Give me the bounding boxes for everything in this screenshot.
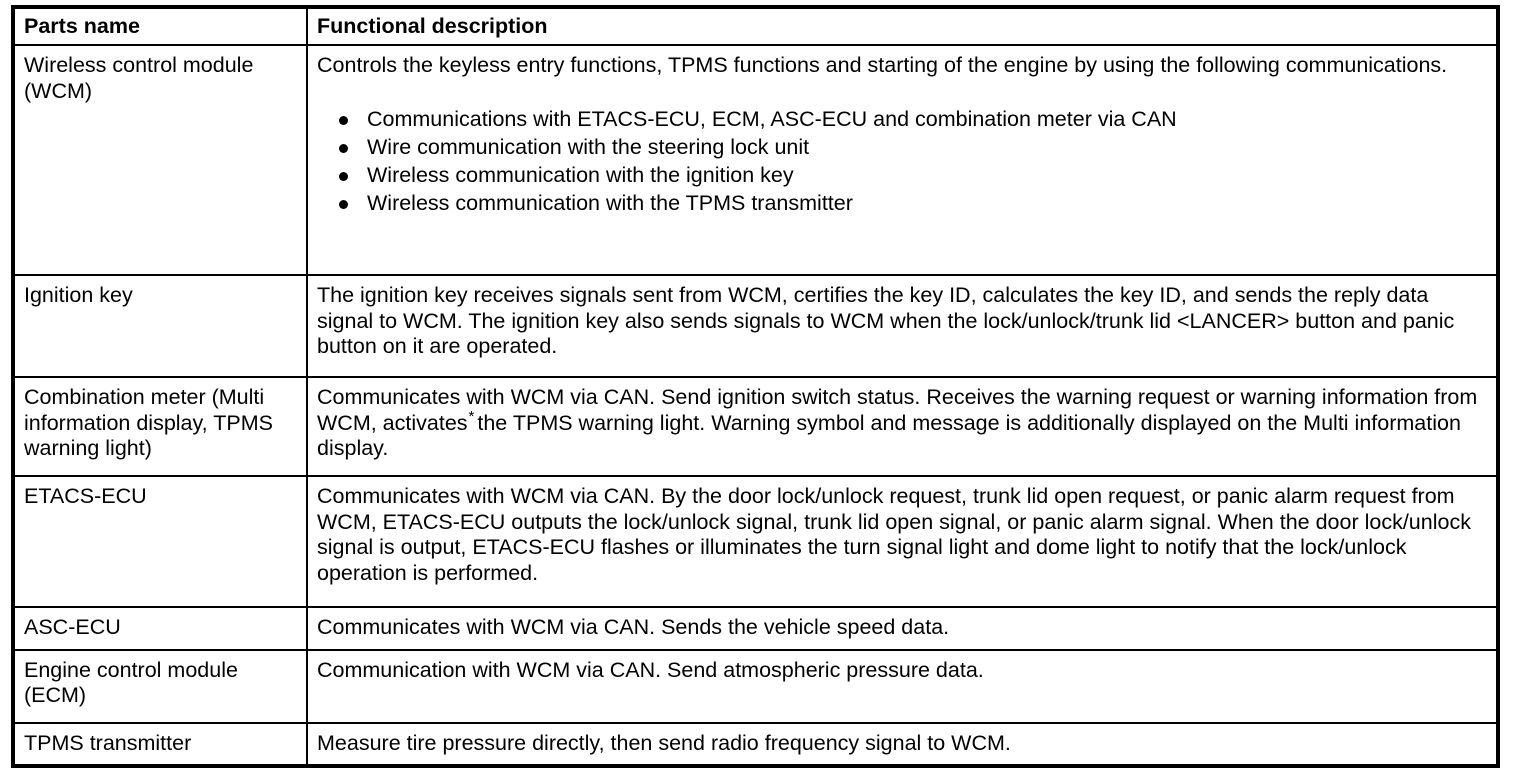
column-header-parts-name: Parts name xyxy=(12,6,308,46)
description-text-part2: the TPMS warning light. Warning symbol a… xyxy=(317,410,1461,461)
list-item: Wire communication with the steering loc… xyxy=(317,133,1488,161)
list-item-label: Wireless communication with the ignition… xyxy=(367,162,794,187)
table-row: Engine control module (ECM) Communicatio… xyxy=(12,648,1499,724)
table-row: TPMS transmitter Measure tire pressure d… xyxy=(12,721,1499,767)
cell-description-tpms-transmitter: Measure tire pressure directly, then sen… xyxy=(306,721,1499,767)
bullet-dot-icon xyxy=(339,171,348,181)
cell-part-name-ignition-key: Ignition key xyxy=(12,274,308,378)
footnote-marker: * xyxy=(468,408,475,426)
cell-description-etacs-ecu: Communicates with WCM via CAN. By the do… xyxy=(306,475,1499,608)
table-row: ASC-ECU Communicates with WCM via CAN. S… xyxy=(12,606,1499,651)
bullet-dot-icon xyxy=(339,115,348,125)
cell-part-name-engine-control-module: Engine control module (ECM) xyxy=(12,648,308,724)
list-item: Wireless communication with the TPMS tra… xyxy=(317,189,1488,217)
cell-description-ignition-key: The ignition key receives signals sent f… xyxy=(306,274,1499,378)
list-item: Wireless communication with the ignition… xyxy=(317,161,1488,189)
description-intro-text: Controls the keyless entry functions, TP… xyxy=(317,53,1448,77)
cell-part-name-etacs-ecu: ETACS-ECU xyxy=(12,475,308,608)
list-item-label: Communications with ETACS-ECU, ECM, ASC-… xyxy=(367,106,1177,131)
list-item-label: Wire communication with the steering loc… xyxy=(367,134,810,159)
table-row: Wireless control module (WCM) Controls t… xyxy=(12,44,1499,276)
cell-part-name-combination-meter: Combination meter (Multi information dis… xyxy=(12,376,308,477)
list-item: Communications with ETACS-ECU, ECM, ASC-… xyxy=(317,105,1488,133)
cell-part-name-wireless-control-module: Wireless control module (WCM) xyxy=(12,44,308,276)
list-item-label: Wireless communication with the TPMS tra… xyxy=(367,190,853,215)
cell-description-asc-ecu: Communicates with WCM via CAN. Sends the… xyxy=(306,606,1499,651)
cell-description-combination-meter: Communicates with WCM via CAN. Send igni… xyxy=(306,376,1499,477)
cell-description-engine-control-module: Communication with WCM via CAN. Send atm… xyxy=(306,648,1499,724)
description-text-part1: Communicates with WCM via CAN. Send igni… xyxy=(317,385,1478,435)
bullet-dot-icon xyxy=(339,199,348,209)
column-header-functional-description: Functional description xyxy=(306,6,1499,46)
parts-function-table: Parts name Functional description Wirele… xyxy=(11,5,1500,768)
cell-description-wireless-control-module: Controls the keyless entry functions, TP… xyxy=(306,44,1499,276)
table-row: ETACS-ECU Communicates with WCM via CAN.… xyxy=(12,475,1499,608)
table-header: Parts name Functional description xyxy=(12,6,1499,46)
table-body: Wireless control module (WCM) Controls t… xyxy=(12,44,1499,767)
cell-part-name-tpms-transmitter: TPMS transmitter xyxy=(12,721,308,767)
bullet-dot-icon xyxy=(339,143,348,153)
cell-part-name-asc-ecu: ASC-ECU xyxy=(12,606,308,651)
table-row: Ignition key The ignition key receives s… xyxy=(12,274,1499,378)
table-header-row: Parts name Functional description xyxy=(12,6,1499,46)
table-row: Combination meter (Multi information dis… xyxy=(12,376,1499,477)
communications-bullet-list: Communications with ETACS-ECU, ECM, ASC-… xyxy=(317,105,1488,217)
